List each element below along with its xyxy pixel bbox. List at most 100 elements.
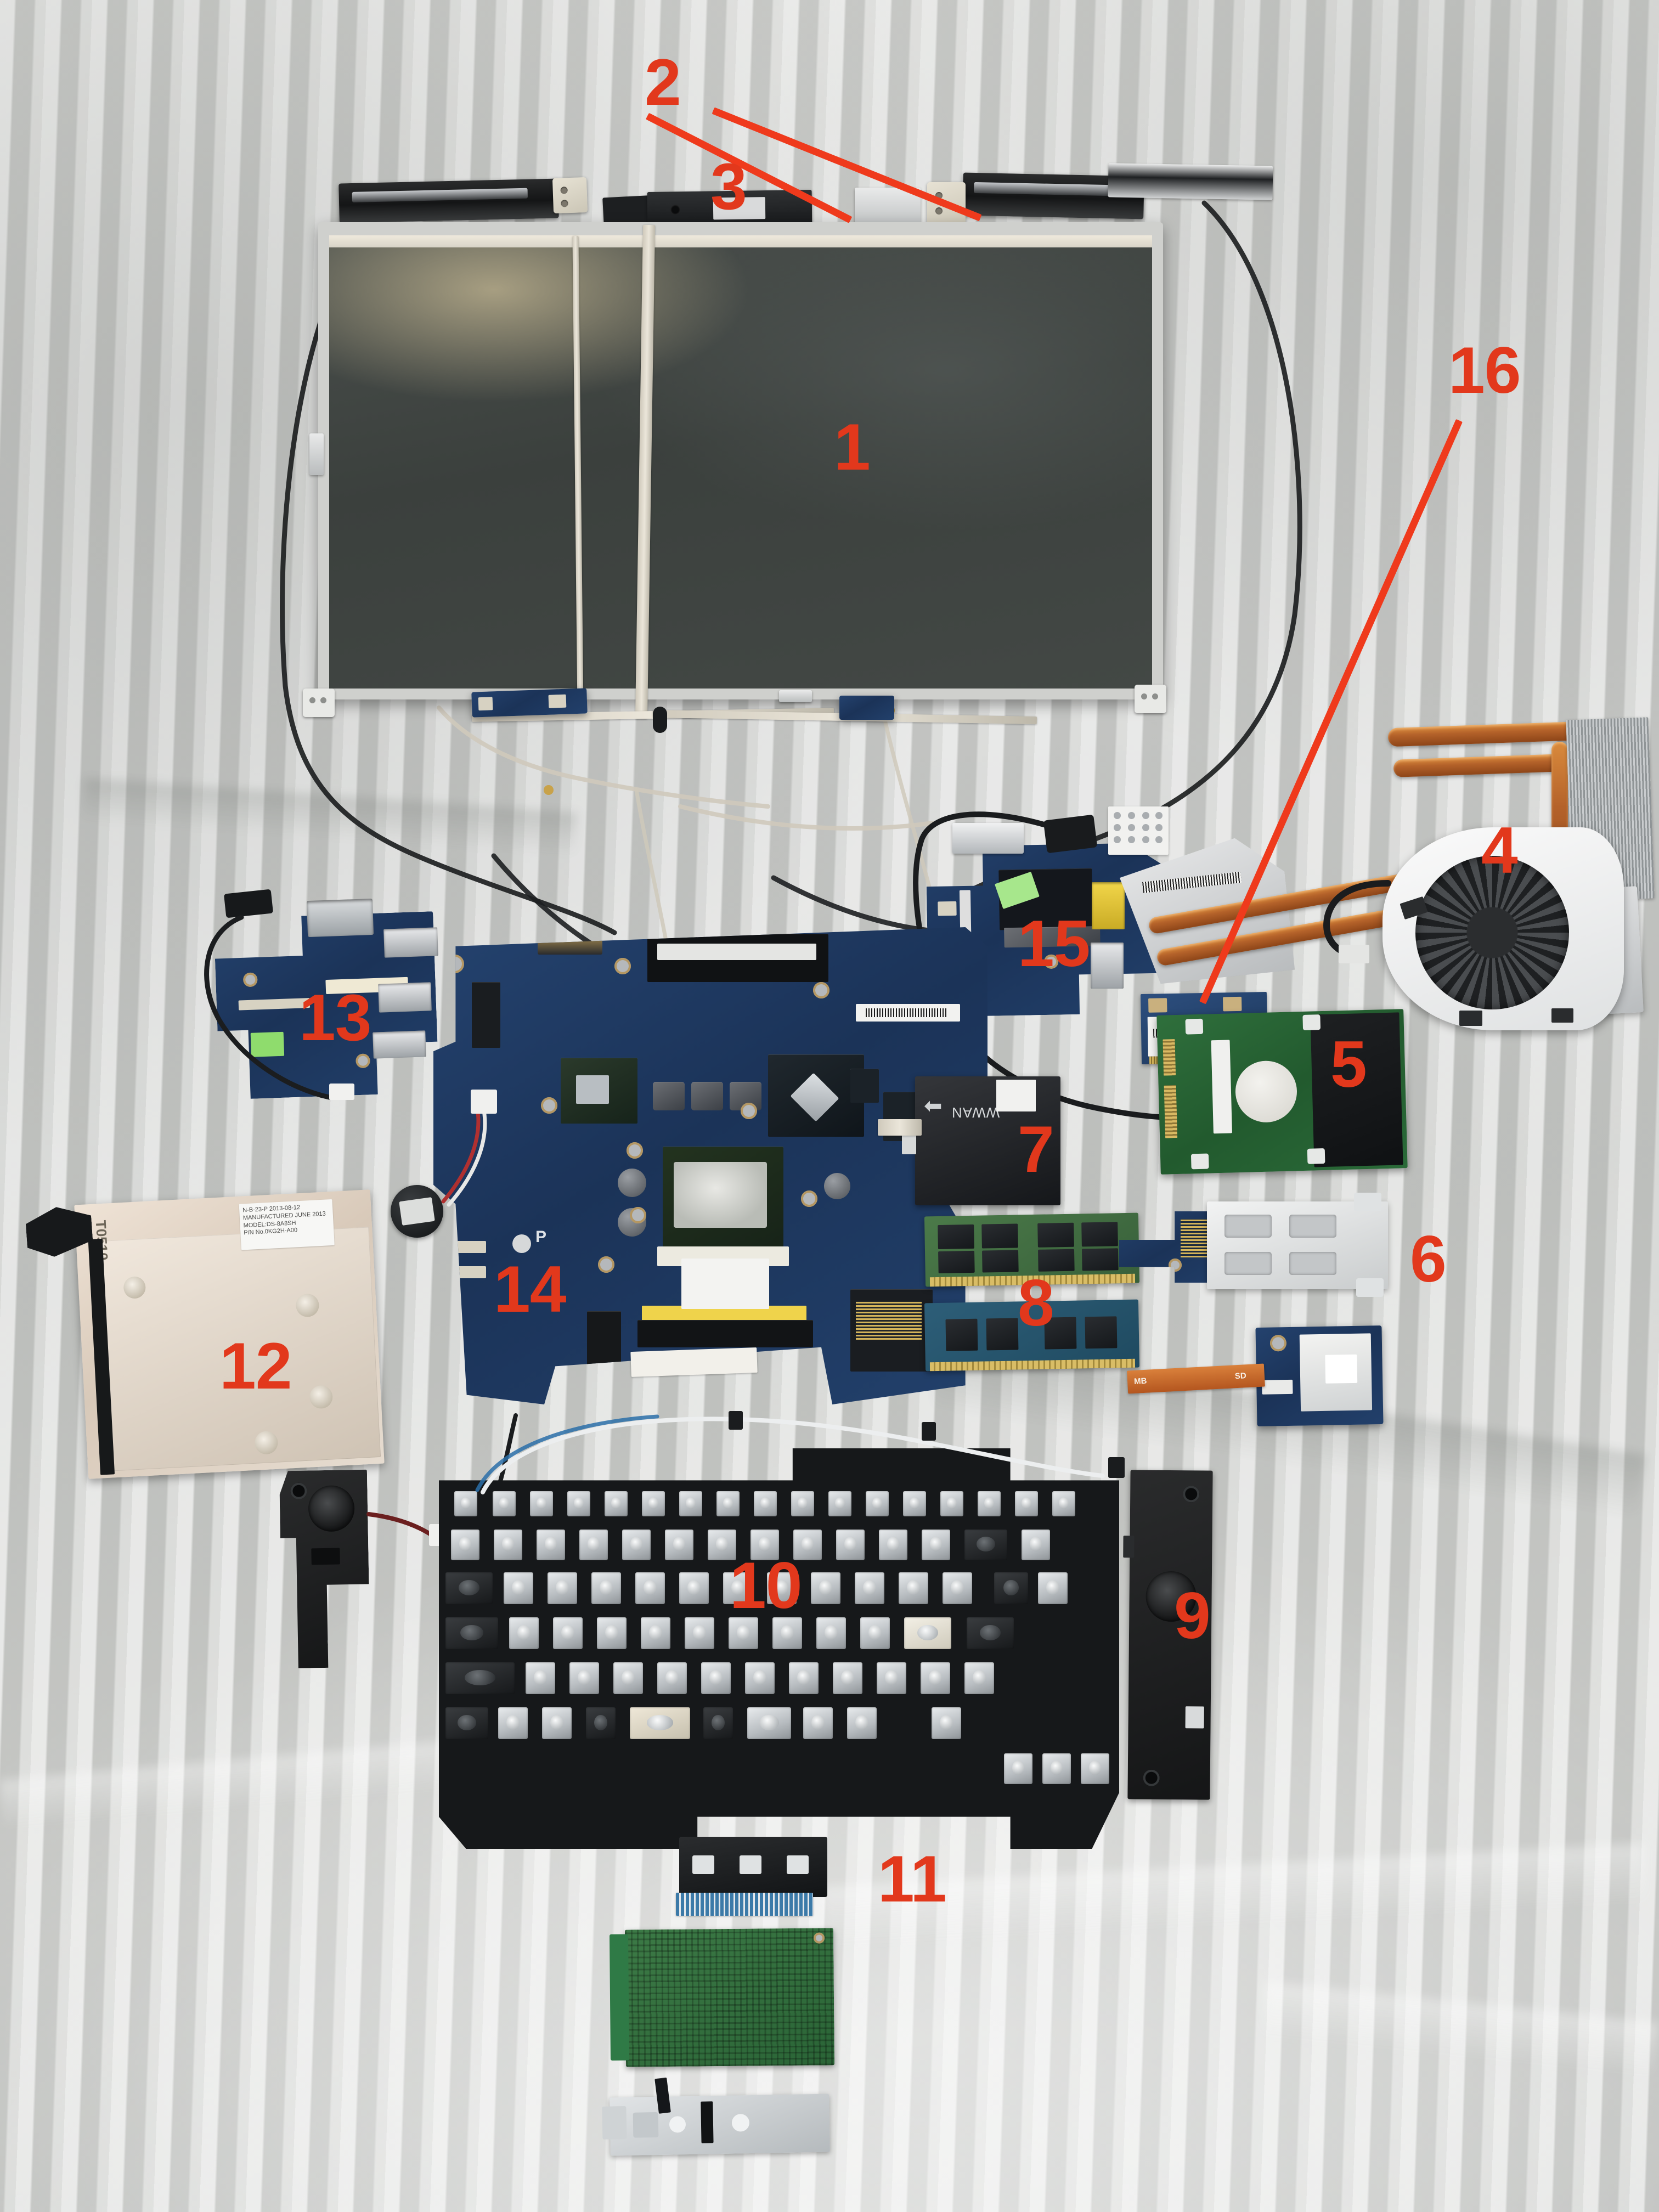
key [1004,1753,1032,1784]
board-connector [701,2101,714,2143]
caddy-cutout [1289,1215,1336,1238]
key [579,1530,608,1560]
key [445,1707,488,1739]
key [445,1662,515,1694]
callout-15: 15 [1018,907,1090,980]
hdd-label [1211,1040,1232,1134]
usb-port [383,927,438,958]
usb-port [1091,943,1124,989]
motherboard: P [433,927,988,1404]
speaker-slot [1185,1706,1204,1729]
key [526,1662,555,1694]
thermal-pad [1108,806,1169,855]
key [879,1530,907,1560]
key [537,1530,565,1560]
board-screw-hole [813,1932,825,1944]
sd-card-reader-board [1255,1325,1384,1426]
hard-disk-drive [1156,1009,1408,1175]
board-pad [938,901,956,916]
callout-3: 3 [710,150,747,223]
callout-12: 12 [219,1329,292,1403]
memory-ic [1085,1316,1118,1349]
cmos-battery-label [399,1197,435,1226]
callout-4: 4 [1481,814,1518,887]
caddy-cutout [1224,1215,1272,1238]
memory-ic [1081,1222,1118,1247]
docking-connector [647,934,828,982]
flex-connector [1262,1379,1293,1395]
lcd-connector-board [839,696,894,720]
key [1022,1530,1050,1560]
key [445,1617,498,1649]
keyboard-wire-clip [1108,1457,1125,1478]
callout-14: 14 [494,1252,566,1326]
board-screw-hole [813,982,830,998]
key [701,1662,731,1694]
speaker-cone [308,1485,354,1532]
key [1042,1753,1071,1784]
ram-chip [850,1069,879,1103]
key [1081,1753,1109,1784]
motherboard-silkscreen-p: P [535,1228,547,1246]
hdd-mount-pad [1302,1014,1321,1030]
key [903,1491,926,1516]
key [504,1572,533,1604]
capacitor [618,1169,646,1197]
memory-ic [938,1250,975,1273]
callout-7: 7 [1018,1113,1054,1186]
keyboard-keys-row [445,1617,1109,1654]
key [708,1530,736,1560]
inductor [691,1082,723,1110]
board-screw-hole [356,1053,370,1068]
key [494,1530,522,1560]
key [542,1707,572,1739]
antenna-pad [1223,996,1242,1012]
key [978,1491,1001,1516]
callout-13: 13 [299,981,371,1054]
touchpad-pcb [609,1928,835,2067]
key [509,1617,539,1649]
key [591,1572,621,1604]
hdd-sata-connector [1164,1085,1178,1138]
board-screw-hole [541,1097,557,1114]
memory-ic [986,1318,1019,1351]
key [932,1707,961,1739]
key [811,1572,840,1604]
heatsink-barcode [1142,872,1242,893]
callout-10: 10 [730,1549,802,1622]
key [793,1530,822,1560]
hdd-mount-pad [1307,1148,1325,1164]
dc-jack [1043,814,1098,854]
hinge-rail-right [1108,163,1273,200]
key [716,1491,740,1516]
key [548,1572,577,1604]
keyboard-keys-row [445,1572,1109,1607]
key [855,1572,884,1604]
key [657,1662,687,1694]
key [828,1491,851,1516]
touchpad-edge-strip [609,1934,629,2061]
power-button-board [602,2077,830,2156]
lcd-display-panel [318,222,1163,699]
inverter-pad [548,694,567,708]
board-screw-hole [627,1142,643,1159]
key [1015,1491,1038,1516]
key [685,1617,714,1649]
docking-contacts [657,944,816,960]
speaker-slot [311,1548,340,1565]
key [754,1491,777,1516]
key [816,1617,846,1649]
status-led [669,2116,686,2133]
callout-16: 16 [1448,334,1521,407]
memory-slot-body [637,1320,813,1347]
lcd-corner-bracket [1135,685,1166,713]
board-screw-hole [598,1256,614,1273]
lcd-top-strip [329,235,1152,247]
callout-1: 1 [834,410,871,484]
flex-connector [455,1241,486,1253]
minipcie-slot [472,982,500,1048]
board-screw-hole [614,958,631,974]
key [745,1662,775,1694]
caddy-cutout [1289,1252,1336,1275]
flex-label-sd: SD [1234,1371,1247,1381]
